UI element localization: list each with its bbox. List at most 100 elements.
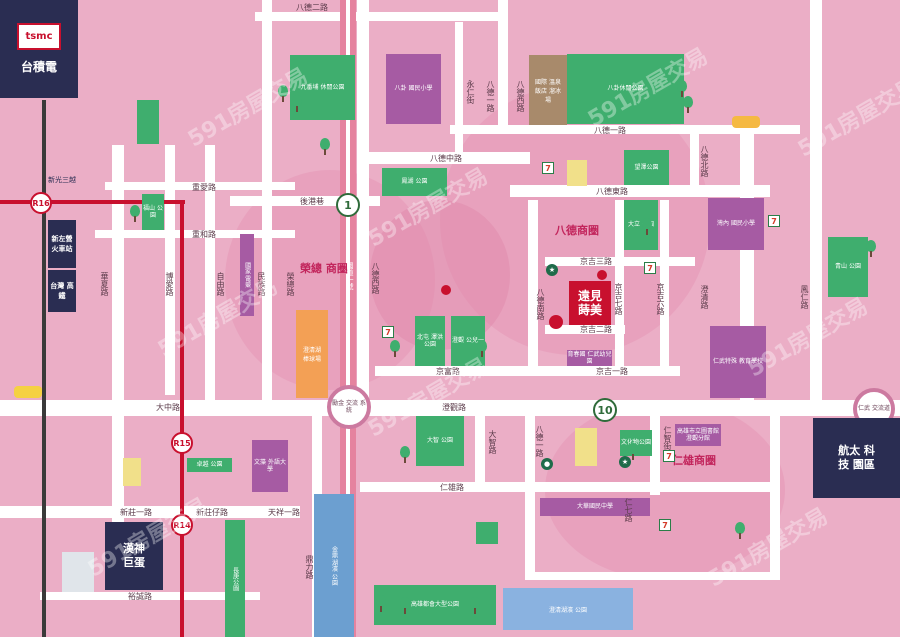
road-renqi[interactable] [650,415,660,495]
station-thsr[interactable]: 台灣 高鐵 [48,270,76,312]
school-bagua[interactable]: 八卦 國民小學 [386,54,441,124]
metro-r14[interactable]: R14 [171,514,193,536]
building-icon [62,552,94,592]
park-zhuoyi[interactable]: 卓越 公園 [187,458,232,472]
park-dongpu[interactable]: 澄清湖濱 公園 [503,588,633,630]
park-dazhi[interactable]: 大智 公園 [416,416,464,466]
road-bade-south[interactable] [528,200,538,370]
road-dazhong[interactable] [0,400,900,416]
hanshin-arena[interactable]: 漢神 巨蛋 [105,522,163,590]
road-label-tianxiang1: 天祥一路 [268,508,300,517]
park-beilun[interactable]: 北屯 澤洪公園 [415,316,445,366]
road-zhongai[interactable] [105,182,295,190]
park-bade-rest[interactable]: 八卦休閒公園 [567,54,684,124]
road-label-guodao1: 國道一號 [346,262,354,290]
road-zhonghe[interactable] [95,230,295,238]
road-xinzhuang1[interactable] [0,506,300,518]
road-bade-zhong[interactable] [360,152,530,164]
road-label-dazhong: 大中路 [156,403,180,412]
road-east-v[interactable] [770,416,780,576]
brown-block[interactable]: 國際 溫泉飯店 溜冰場 [529,55,567,125]
building-icon [575,428,597,466]
tsmc-block[interactable]: tsmc 台積電 [0,0,78,98]
park-green-strip[interactable]: 長庚公園 [225,520,245,637]
tsmc-label: 台積電 [20,60,57,74]
road-jingji6[interactable] [660,200,669,366]
park-fushan[interactable]: 福山 公園 [142,194,164,230]
park-qingshan[interactable]: 青山 公園 [828,237,868,297]
seven-eleven-icon: 7 [659,519,671,531]
road-label-jingji2: 京吉二路 [580,325,612,334]
road-huaxia[interactable] [112,145,124,545]
road-jingfu[interactable] [375,366,680,376]
tree-icon [400,446,410,463]
school-xinren[interactable]: 育春國 仁武幼兒園 [567,350,612,366]
school-wannei[interactable]: 灣內 國民小學 [708,198,764,250]
tree-icon [628,443,638,460]
highway-1[interactable]: 1 [336,193,360,217]
tree-icon [278,85,288,102]
school-strip[interactable]: 國家 電競 [240,234,254,316]
road-yucheng[interactable] [40,592,260,600]
school-renwu-special[interactable]: 仁武特殊 教育學校 [710,326,766,398]
road-label-bade-zhong: 八德中路 [430,154,462,163]
building-icon [567,160,587,186]
highway-10[interactable]: 10 [593,398,617,422]
road-yongren[interactable] [455,22,463,152]
tree-icon [866,240,876,257]
school-huahui[interactable]: 高雄市立圖書館 澄觀分館 [675,424,721,446]
orange-market[interactable]: 澄清湖 棒球場 [296,310,328,398]
road-label-zhonghe: 重和路 [192,230,216,239]
road-label-dazhi: 大智路 [488,430,497,454]
road-bade2[interactable] [255,12,505,21]
road-label-jingji6: 京吉六路 [656,283,665,315]
road-label-renxiong: 仁雄路 [440,483,464,492]
road-jingji2[interactable] [545,325,625,334]
road-houyu[interactable] [230,196,380,206]
metro-line-vertical [180,204,184,637]
metro-r16[interactable]: R16 [30,192,52,214]
ladybug-icon-3 [441,285,451,295]
road-boai[interactable] [165,145,175,395]
road-ziyou[interactable] [205,145,215,400]
zone-label-rongzong-text: 榮總 商圈 [300,262,348,275]
school-wenzao[interactable]: 文藻 外語大學 [252,440,288,492]
metro-r15[interactable]: R15 [171,432,193,454]
road-label-xinzhuang1: 新莊一路 [120,508,152,517]
road-jingji7[interactable] [615,200,624,366]
park-jinding[interactable]: 金鼎 湖濱 公園 [314,494,354,637]
road-label-huaxia: 華夏路 [100,272,109,296]
road-bade-vert[interactable] [498,0,508,125]
road-bade-east[interactable] [510,185,770,197]
park-bade-park[interactable]: 望澤公園 [624,150,669,185]
road-label-rongzong: 榮總路 [286,272,295,296]
park-jiuyu[interactable]: 九番埔 休閒公園 [290,55,355,120]
park-wenhua[interactable]: 文化物公園 [620,430,652,456]
road-dazhi[interactable] [475,415,485,487]
school-dahua[interactable]: 大華國民中學 [540,498,650,516]
road-fengren[interactable] [810,0,822,400]
park-lanhu[interactable]: 鳳湖 公園 [382,168,447,196]
road-bade1[interactable] [450,125,800,134]
road-bade1-v[interactable] [525,415,535,580]
building-icon [137,100,159,144]
road-minzu[interactable] [262,0,272,400]
road-label-chenggong: 澄觀路 [442,403,466,412]
aerospace-park[interactable]: 航太 科技 園區 [813,418,900,498]
road-label-ziyou: 自由路 [216,272,225,296]
starbucks-icon: ★ [619,456,631,468]
station-xinzuoying[interactable]: 新左營 火車站 [48,220,76,268]
tree-icon [130,205,140,222]
park-dali[interactable]: 大立 公園 [624,200,658,250]
seven-eleven-icon: 7 [644,262,656,274]
road-bade-west[interactable] [357,0,369,400]
road-renxiong[interactable] [360,482,780,492]
road-label-renqi: 仁七路 [624,498,633,522]
road-label-zhongai: 重愛路 [192,183,216,192]
road-bade-north[interactable] [690,130,699,190]
roundabout-nanzi[interactable]: 勵金 交流 系統 [327,385,371,429]
tree-icon [677,80,687,97]
road-east-bottom[interactable] [530,572,780,580]
project-badge[interactable]: 遠見 蒔美 [569,281,611,325]
